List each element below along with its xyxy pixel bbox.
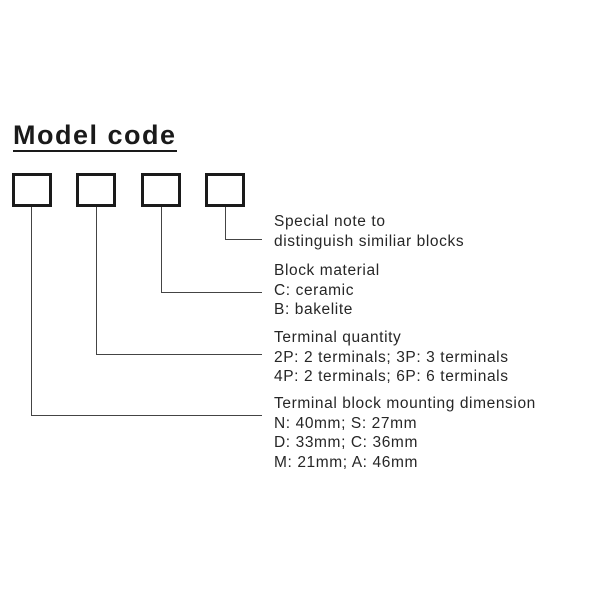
group-line: C: ceramic — [274, 281, 355, 299]
group-heading: Terminal quantity — [274, 329, 402, 346]
model-code-title: Model code — [13, 120, 177, 152]
connector-3-horizontal — [161, 292, 262, 293]
code-box-2 — [76, 173, 116, 207]
terminal-quantity-group: Terminal quantity 2P: 2 terminals; 3P: 3… — [274, 328, 509, 387]
group-line: 2P: 2 terminals; 3P: 3 terminals — [274, 348, 509, 366]
group-line: N: 40mm; S: 27mm — [274, 414, 418, 432]
connector-1-horizontal — [31, 415, 262, 416]
connector-4-vertical — [225, 207, 226, 240]
group-line: D: 33mm; C: 36mm — [274, 434, 418, 451]
group-line: B: bakelite — [274, 301, 353, 318]
group-heading: Block material — [274, 262, 380, 279]
mounting-dimension-group: Terminal block mounting dimension N: 40m… — [274, 394, 536, 472]
group-line: 4P: 2 terminals; 6P: 6 terminals — [274, 368, 509, 385]
connector-2-vertical — [96, 207, 97, 355]
special-note-group: Special note to distinguish similiar blo… — [274, 212, 464, 251]
code-box-3 — [141, 173, 181, 207]
connector-4-horizontal — [225, 239, 262, 240]
connector-1-vertical — [31, 207, 32, 416]
group-heading: Special note to — [274, 213, 386, 230]
group-heading: Terminal block mounting dimension — [274, 395, 536, 412]
code-box-4 — [205, 173, 245, 207]
connector-3-vertical — [161, 207, 162, 293]
block-material-group: Block material C: ceramic B: bakelite — [274, 261, 380, 320]
connector-2-horizontal — [96, 354, 262, 355]
code-box-1 — [12, 173, 52, 207]
group-line: M: 21mm; A: 46mm — [274, 453, 418, 471]
group-line: distinguish similiar blocks — [274, 232, 465, 250]
